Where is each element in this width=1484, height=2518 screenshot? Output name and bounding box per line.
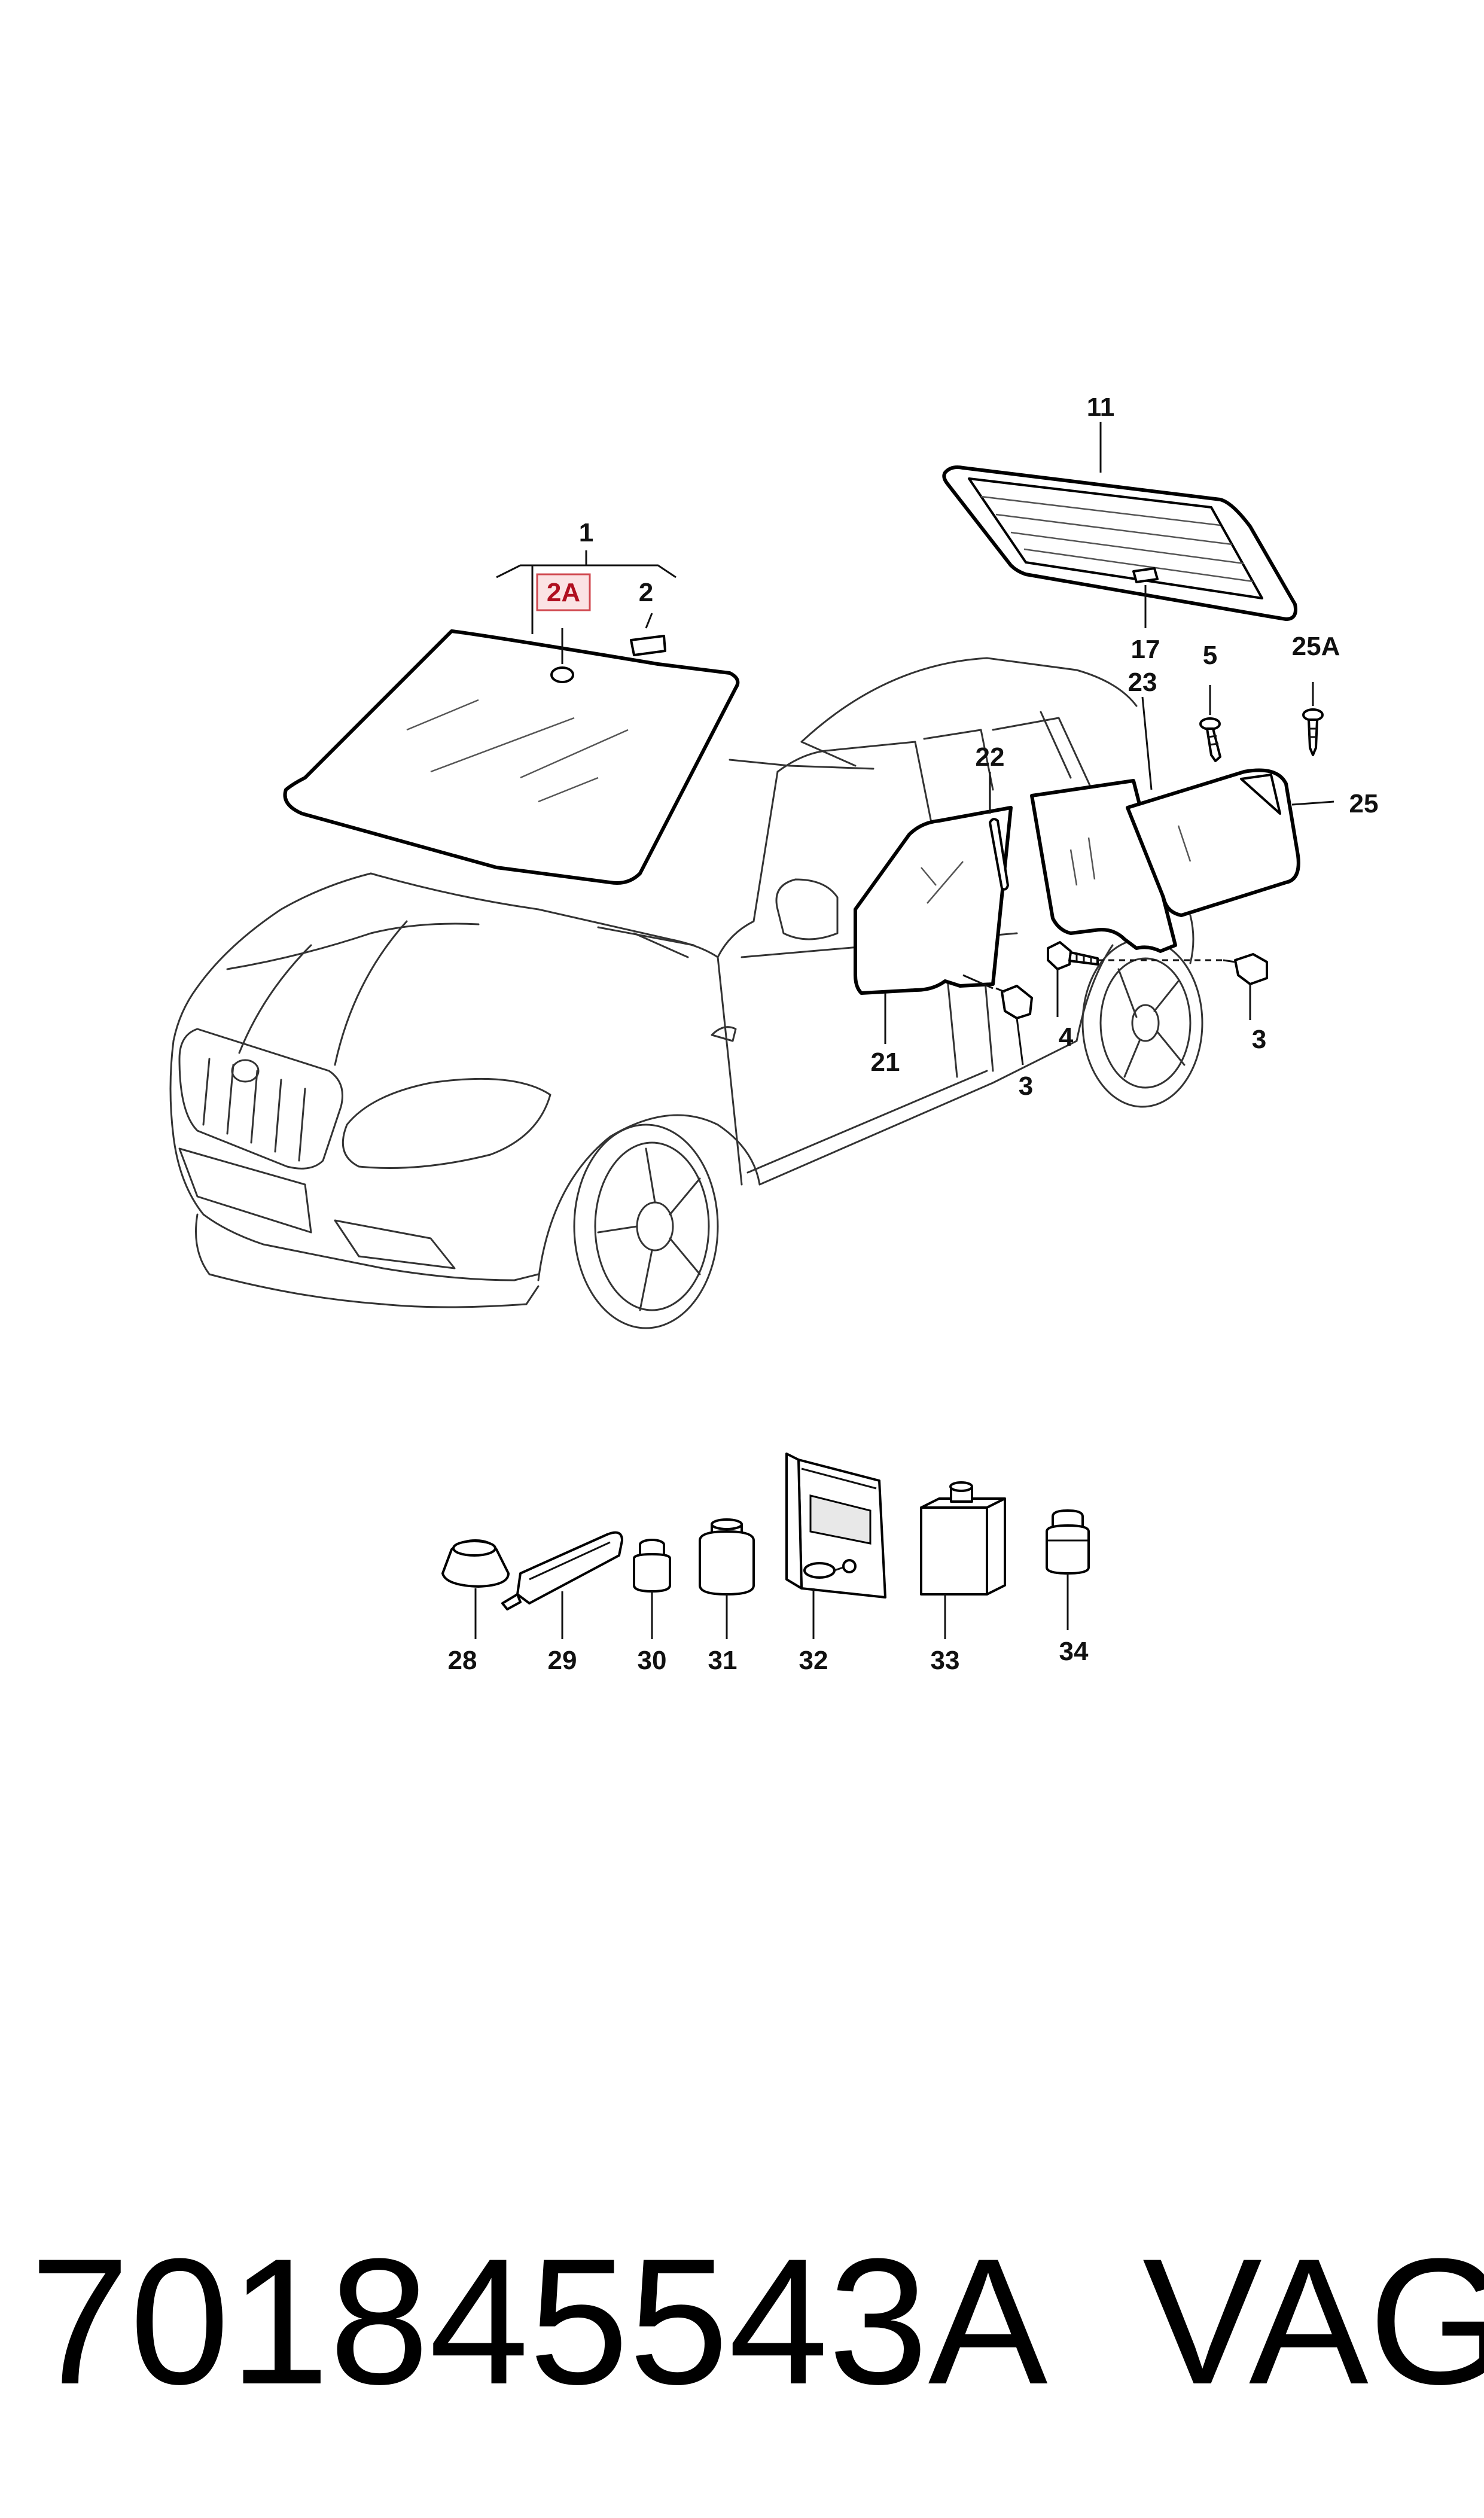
callout-4: 4 — [1059, 1022, 1074, 1052]
primer-bottle-part-30[interactable] — [633, 1539, 671, 1593]
brand-name: VAG — [1142, 2221, 1484, 2422]
callout-11: 11 — [1087, 392, 1115, 422]
rain-sensor-pad[interactable] — [550, 666, 574, 683]
callout-31: 31 — [708, 1646, 738, 1675]
screw-part-5[interactable] — [1199, 717, 1221, 762]
callout-25a: 25A — [1292, 632, 1340, 661]
window-strip-part-22[interactable] — [989, 818, 1009, 891]
callout-21: 21 — [871, 1048, 900, 1077]
rear-window-bracket-part-17[interactable] — [1132, 567, 1159, 583]
adhesive-pad-part-2[interactable] — [630, 635, 666, 656]
windscreen-part-1[interactable] — [283, 629, 740, 885]
clip-part-3-left[interactable] — [995, 985, 1033, 1019]
adhesive-tube-part-29[interactable] — [501, 1531, 623, 1610]
callout-2a: 2A — [547, 578, 580, 607]
callout-32: 32 — [799, 1646, 828, 1675]
callout-28: 28 — [448, 1646, 477, 1675]
callout-17: 17 — [1131, 635, 1160, 664]
callout-3-left: 3 — [1019, 1071, 1033, 1101]
cleaner-box-part-33[interactable] — [920, 1481, 1006, 1596]
callout-34: 34 — [1059, 1637, 1089, 1666]
callout-3-right: 3 — [1252, 1025, 1266, 1054]
callout-5: 5 — [1203, 641, 1217, 670]
callout-23: 23 — [1128, 668, 1157, 697]
part-number: 701845543A — [30, 2221, 1048, 2422]
callout-33: 33 — [931, 1646, 960, 1675]
group-bracket-1 — [496, 564, 677, 578]
front-door-window-part-21[interactable] — [854, 806, 1013, 995]
callout-30: 30 — [638, 1646, 667, 1675]
screw-part-25a[interactable] — [1302, 708, 1324, 756]
callout-25: 25 — [1349, 789, 1379, 818]
activator-can-part-31[interactable] — [699, 1518, 755, 1596]
callout-29: 29 — [548, 1646, 577, 1675]
sealant-bottle-part-34[interactable] — [1046, 1509, 1090, 1575]
part-number-footer: 701845543A VAG — [30, 2221, 1484, 2422]
quarter-window-part-25[interactable] — [1126, 768, 1300, 917]
label-2a-highlight — [536, 573, 591, 611]
callout-22: 22 — [976, 742, 1005, 772]
callout-1: 1 — [579, 518, 593, 547]
rubber-cap-part-28[interactable] — [441, 1539, 510, 1588]
rear-window-part-11[interactable] — [942, 465, 1297, 621]
bolt-part-4[interactable] — [1047, 941, 1099, 970]
callout-2: 2 — [639, 578, 653, 607]
clip-part-3-right[interactable] — [1223, 953, 1268, 985]
repair-kit-bag-part-32[interactable] — [785, 1453, 886, 1599]
